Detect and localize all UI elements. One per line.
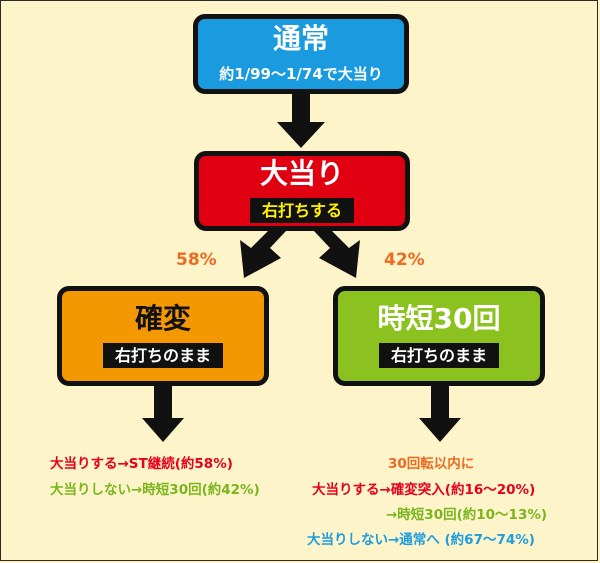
node-kakuhen-instruction: 右打ちのまま	[102, 342, 223, 368]
outcome-kakuhen-miss: 大当りしない→時短30回(約42%)	[50, 482, 260, 498]
outcome-kakuhen-hit: 大当りする→ST継続(約58%)	[50, 456, 233, 472]
node-normal: 通常 約1/99〜1/74で大当り	[193, 14, 409, 94]
node-normal-title: 通常	[272, 22, 329, 56]
node-jackpot-title: 大当り	[259, 157, 344, 190]
node-jitan: 時短30回 右打ちのまま	[333, 286, 545, 386]
arrow-kakuhen-down	[142, 386, 184, 442]
node-jitan-title: 時短30回	[377, 302, 501, 335]
outcome-jitan-miss: 大当りしない→通常へ (約67〜74%)	[307, 532, 535, 548]
node-kakuhen: 確変 右打ちのまま	[57, 286, 269, 386]
arrow-jackpot-to-jitan	[314, 231, 360, 278]
node-jackpot: 大当り 右打ちする	[194, 151, 410, 231]
edge-label-kakuhen-percent: 58%	[176, 250, 217, 270]
node-kakuhen-title: 確変	[134, 302, 191, 335]
arrow-jitan-down	[419, 386, 461, 442]
edge-label-jitan-percent: 42%	[384, 250, 425, 270]
node-normal-probability: 約1/99〜1/74で大当り	[219, 64, 383, 83]
arrow-normal-to-jackpot	[277, 94, 325, 148]
node-jitan-instruction: 右打ちのまま	[378, 342, 499, 368]
arrow-jackpot-to-kakuhen	[240, 231, 286, 278]
outcome-jitan-condition: 30回転以内に	[388, 456, 475, 472]
node-jackpot-instruction: 右打ちする	[249, 197, 354, 223]
outcome-jitan-hit: 大当りする→確変突入(約16〜20%)	[312, 482, 536, 498]
outcome-jitan-hit-jitan: →時短30回(約10〜13%)	[386, 507, 548, 523]
